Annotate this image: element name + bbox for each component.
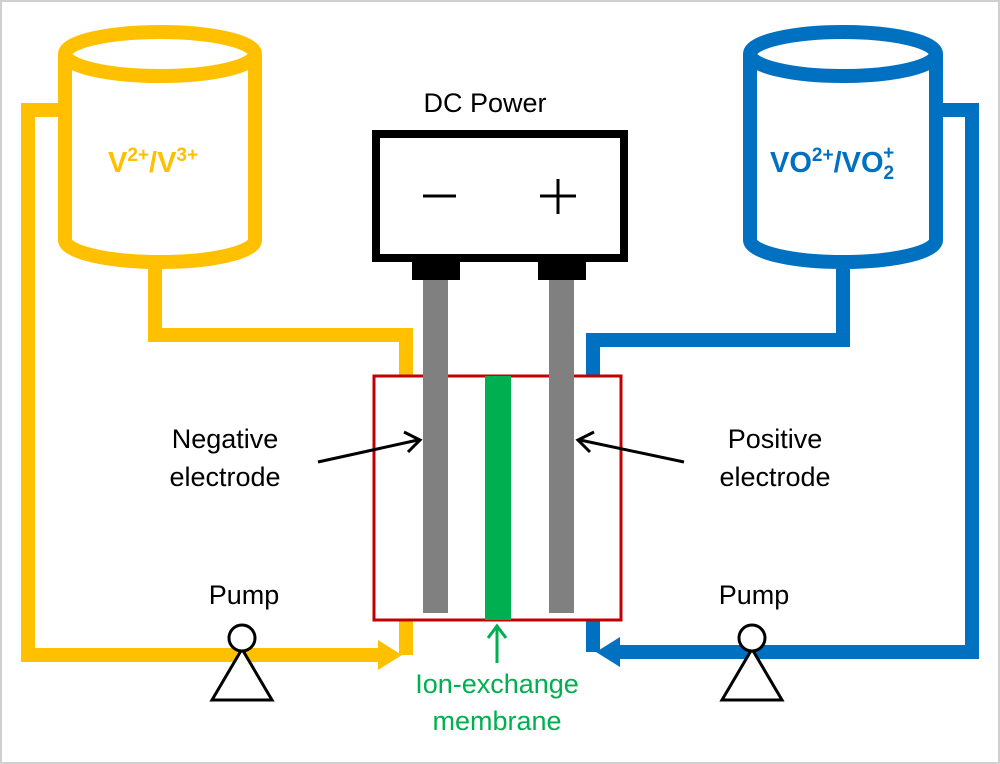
positive-electrode-label-line1: Positive [728, 424, 823, 454]
right-outlet-pipe [586, 262, 850, 376]
left-pump-label: Pump [209, 580, 280, 610]
right-return-pipe [618, 103, 979, 659]
right-tank-label: VO2+/VO2+ [770, 143, 894, 184]
negative-electrode-arrow-line [317, 438, 419, 464]
right-tank-body [743, 54, 943, 269]
left-outlet-pipe [148, 262, 413, 376]
negative-electrode-arrow-head [403, 430, 423, 454]
membrane-label-line1: Ion-exchange [415, 669, 579, 699]
negative-electrolyte-loop [21, 25, 413, 662]
positive-electrolyte-loop [586, 25, 979, 659]
membrane-label-line2: membrane [432, 706, 561, 736]
right-flow-arrowhead [596, 637, 620, 667]
right-pump-label: Pump [719, 580, 790, 610]
negative-electrode-label-line1: Negative [172, 424, 279, 454]
membrane-arrow-head [486, 623, 508, 639]
positive-terminal-post [538, 258, 586, 280]
positive-electrode-label-line2: electrode [719, 462, 830, 492]
dc-power-box [372, 130, 628, 262]
right-pump-icon [719, 623, 785, 702]
positive-electrode-arrow-head [575, 430, 595, 454]
left-tank-label: V2+/V3+ [108, 145, 198, 179]
left-return-pipe [21, 103, 382, 662]
negative-electrode [423, 280, 448, 613]
positive-electrode [549, 280, 574, 613]
left-flow-arrowhead [378, 640, 402, 670]
negative-electrode-label-line2: electrode [169, 462, 280, 492]
left-pump-icon [209, 623, 275, 702]
dc-power-label: DC Power [423, 88, 546, 118]
positive-electrode-arrow-line [579, 438, 685, 464]
negative-terminal-post [412, 258, 460, 280]
ion-exchange-membrane [485, 376, 511, 620]
left-tank-body [58, 54, 262, 269]
